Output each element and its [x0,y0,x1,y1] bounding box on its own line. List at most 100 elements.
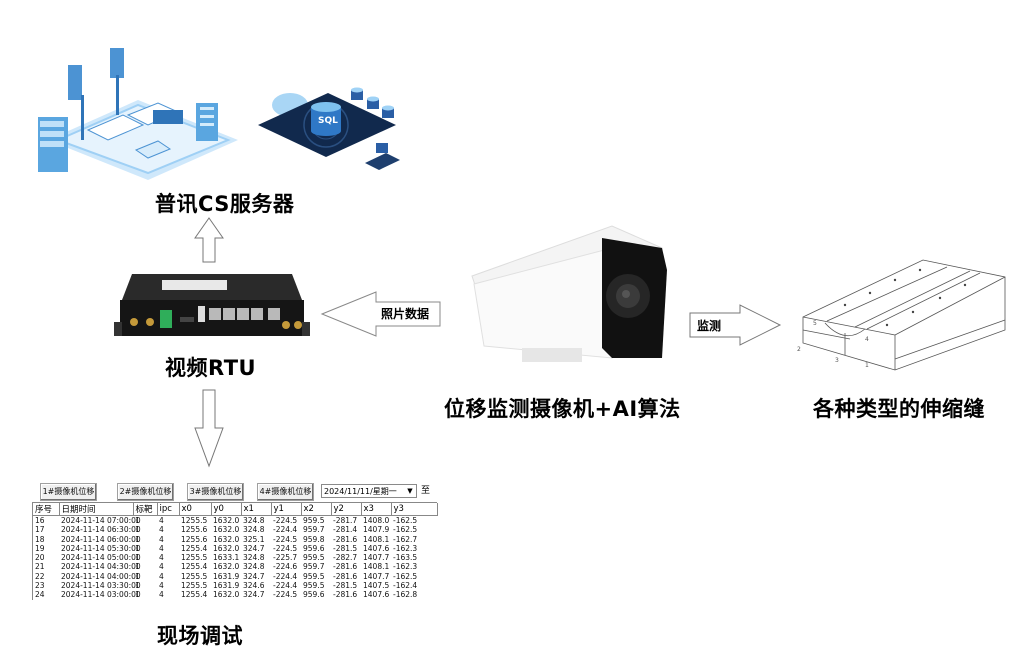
column-header[interactable]: x1 [241,503,272,516]
camera2-displacement-button[interactable]: 2#摄像机位移 [117,483,174,501]
table-cell: -281.4 [333,525,358,535]
camera3-displacement-button[interactable]: 3#摄像机位移 [187,483,244,501]
table-cell: -162.4 [393,581,418,591]
table-cell: 1407.7 [363,571,390,581]
table-cell: 1408.1 [363,534,390,544]
table-cell: 4 [159,590,164,600]
field-debug-panel: 1#摄像机位移 2#摄像机位移 3#摄像机位移 4#摄像机位移 2024/11/… [30,481,440,600]
svg-text:4: 4 [865,336,869,343]
datacenter-graphic [38,48,238,180]
column-header[interactable]: 标靶 [133,503,158,516]
table-cell: 1255.5 [181,581,208,591]
table-cell: 1255.4 [181,590,208,600]
table-cell: 1633.1 [213,553,240,563]
table-cell: -224.5 [273,543,298,553]
table-cell: 1255.5 [181,571,208,581]
arrow-down-icon [193,388,225,468]
table-cell: 1407.9 [363,525,390,535]
table-cell: 23 [35,581,45,591]
table-cell: 1 [135,571,140,581]
table-cell: 1407.5 [363,581,390,591]
date-to-label: 至 [421,486,431,496]
table-cell: 959.5 [303,516,325,525]
table-cell: 2024-11-14 06:00:00 [61,534,141,544]
table-cell: 2024-11-14 03:00:00 [61,590,141,600]
table-cell: 2024-11-14 06:30:00 [61,525,141,535]
table-cell: 2024-11-14 05:00:00 [61,553,141,563]
table-cell: 1 [135,534,140,544]
table-cell: 4 [159,516,164,525]
column-header[interactable]: y2 [331,503,362,516]
monitor-label: 监测 [697,319,722,333]
table-cell: 24 [35,590,45,600]
table-cell: 1632.0 [213,562,240,572]
joints-caption: 各种类型的伸缩缝 [813,397,985,421]
table-cell: 1632.0 [213,516,240,525]
table-cell: -224.4 [273,581,298,591]
table-cell: 1408.1 [363,562,390,572]
displacement-camera [462,218,682,368]
table-cell: -162.3 [393,562,418,572]
camera1-displacement-button[interactable]: 1#摄像机位移 [40,483,97,501]
table-cell: -162.7 [393,534,418,544]
table-cell: -282.7 [333,553,358,563]
video-rtu-device [112,270,312,345]
column-header[interactable]: ipc [157,503,180,516]
table-cell: 324.7 [243,571,265,581]
table-cell: 1632.0 [213,534,240,544]
column-header[interactable]: 序号 [33,503,60,516]
column-header[interactable]: y3 [391,503,438,516]
table-cell: -224.6 [273,562,298,572]
table-cell: 4 [159,562,164,572]
table-cell: -224.5 [273,534,298,544]
table-cell: -162.5 [393,516,418,525]
table-cell: -281.7 [333,516,358,525]
date-select[interactable]: 2024/11/11/星期一 ▼ [321,484,417,498]
table-cell: -281.5 [333,543,358,553]
column-header[interactable]: x0 [179,503,212,516]
table-cell: 959.6 [303,590,325,600]
sql-database-graphic: SQL [258,87,400,170]
camera4-displacement-button[interactable]: 4#摄像机位移 [257,483,314,501]
column-header[interactable]: 日期时间 [59,503,134,516]
table-cell: 1255.5 [181,516,208,525]
rtu-caption: 视频RTU [165,356,257,380]
table-cell: 19 [35,543,45,553]
table-cell: -162.5 [393,571,418,581]
table-cell: -281.6 [333,590,358,600]
server-illustration: SQL [28,45,408,185]
column-header[interactable]: y1 [271,503,302,516]
table-cell: 21 [35,562,45,572]
table-cell: 1 [135,553,140,563]
column-header[interactable]: y0 [211,503,242,516]
table-cell: 1255.5 [181,553,208,563]
column-header[interactable]: x2 [301,503,332,516]
table-cell: 959.5 [303,581,325,591]
table-cell: 2024-11-14 04:00:00 [61,571,141,581]
svg-text:3: 3 [835,357,839,364]
dropdown-arrow-icon[interactable]: ▼ [407,487,413,495]
table-cell: 959.5 [303,571,325,581]
table-cell: 1407.7 [363,553,390,563]
column-header[interactable]: x3 [361,503,392,516]
table-cell: 1632.0 [213,543,240,553]
table-cell: 1255.6 [181,534,208,544]
table-cell: 1255.6 [181,525,208,535]
date-select-value: 2024/11/11/星期一 [324,487,397,496]
table-cell: 1 [135,590,140,600]
table-cell: -224.4 [273,571,298,581]
table-cell: 22 [35,571,45,581]
table-cell: 1407.6 [363,590,390,600]
table-cell: 2024-11-14 07:00:00 [61,516,141,525]
table-cell: -224.4 [273,525,298,535]
table-cell: -162.5 [393,525,418,535]
